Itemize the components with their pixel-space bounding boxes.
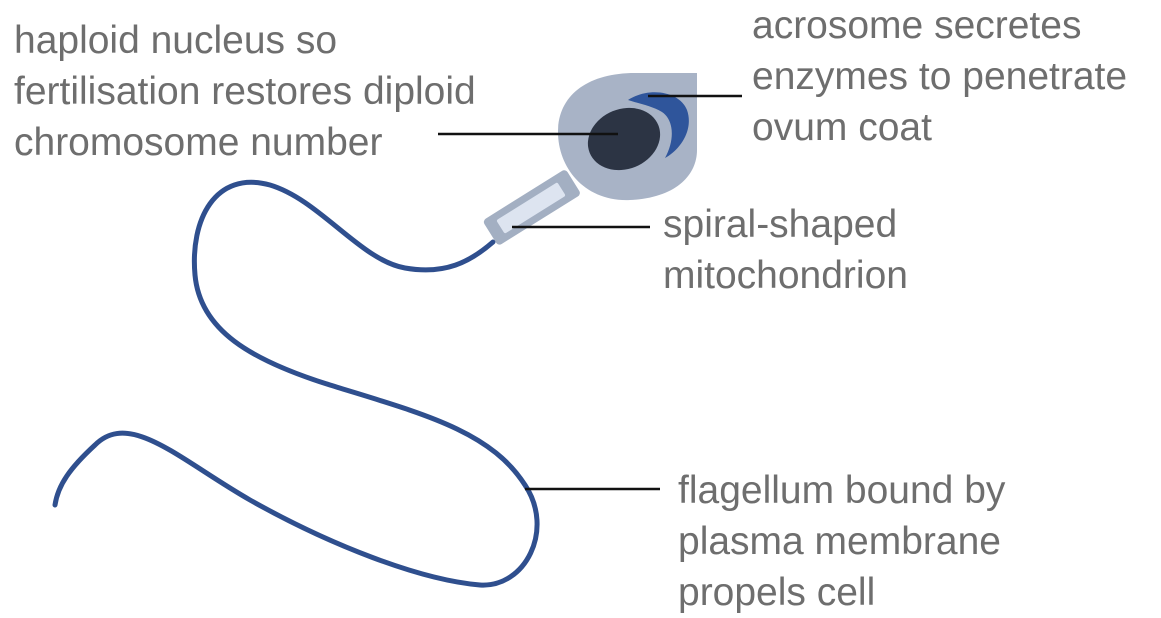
label-flagellum: flagellum bound by plasma membrane prope…	[678, 465, 1005, 618]
label-nucleus-line-3: chromosome number	[14, 117, 476, 168]
label-nucleus-line-2: fertilisation restores diploid	[14, 66, 476, 117]
flagellum	[55, 182, 537, 585]
label-flagellum-line-1: flagellum bound by	[678, 465, 1005, 516]
label-flagellum-line-3: propels cell	[678, 567, 1005, 618]
label-mitochondrion: spiral-shaped mitochondrion	[663, 199, 908, 301]
midpiece	[482, 169, 581, 246]
label-acrosome: acrosome secretes enzymes to penetrate o…	[752, 0, 1127, 153]
label-acrosome-line-3: ovum coat	[752, 102, 1127, 153]
label-flagellum-line-2: plasma membrane	[678, 516, 1005, 567]
label-nucleus: haploid nucleus so fertilisation restore…	[14, 15, 476, 168]
label-mitochondrion-line-2: mitochondrion	[663, 250, 908, 301]
label-acrosome-line-1: acrosome secretes	[752, 0, 1127, 51]
label-mitochondrion-line-1: spiral-shaped	[663, 199, 908, 250]
label-nucleus-line-1: haploid nucleus so	[14, 15, 476, 66]
label-acrosome-line-2: enzymes to penetrate	[752, 51, 1127, 102]
